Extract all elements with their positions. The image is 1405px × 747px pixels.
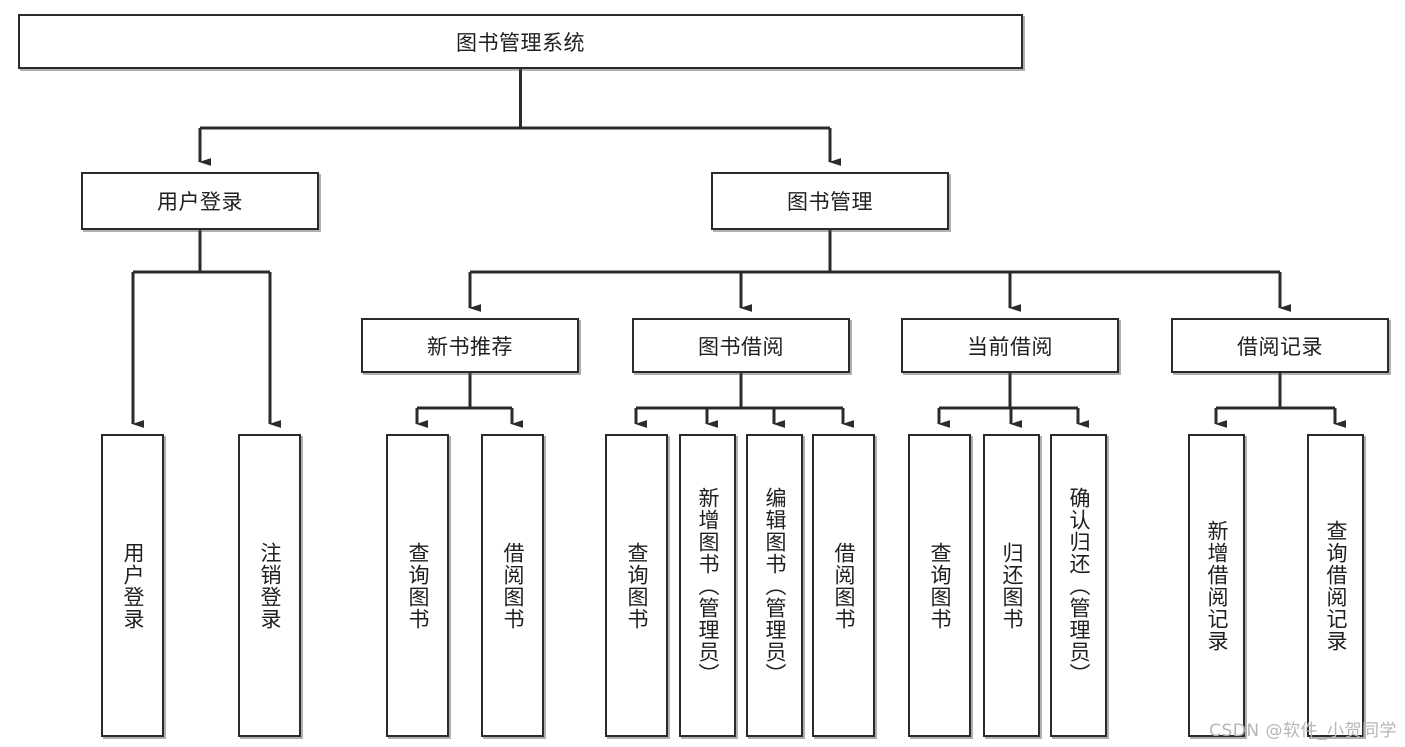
node-leaf-confirm-return[interactable]: 确认归还（管理员） <box>1050 434 1107 737</box>
csdn-watermark: CSDN @软件_小贺同学 <box>1209 721 1397 741</box>
node-book-borrow[interactable]: 图书借阅 <box>632 318 850 373</box>
node-user-login[interactable]: 用户登录 <box>81 172 319 230</box>
node-current-borrow[interactable]: 当前借阅 <box>901 318 1119 373</box>
node-book-manage[interactable]: 图书管理 <box>711 172 949 230</box>
node-leaf-add-book[interactable]: 新增图书（管理员） <box>679 434 736 737</box>
node-leaf-query-book-3[interactable]: 查询图书 <box>908 434 971 737</box>
node-leaf-borrow-book-1[interactable]: 借阅图书 <box>481 434 544 737</box>
node-leaf-add-record[interactable]: 新增借阅记录 <box>1188 434 1245 737</box>
node-leaf-query-record[interactable]: 查询借阅记录 <box>1307 434 1364 737</box>
node-root[interactable]: 图书管理系统 <box>18 14 1023 69</box>
node-leaf-query-book-1[interactable]: 查询图书 <box>386 434 449 737</box>
node-leaf-query-book-2[interactable]: 查询图书 <box>605 434 668 737</box>
node-leaf-borrow-book-2[interactable]: 借阅图书 <box>812 434 875 737</box>
node-leaf-logout[interactable]: 注销登录 <box>238 434 301 737</box>
node-leaf-return-book[interactable]: 归还图书 <box>983 434 1040 737</box>
node-new-book-recommend[interactable]: 新书推荐 <box>361 318 579 373</box>
node-leaf-edit-book[interactable]: 编辑图书（管理员） <box>746 434 803 737</box>
node-leaf-user-login[interactable]: 用户登录 <box>101 434 164 737</box>
node-borrow-record[interactable]: 借阅记录 <box>1171 318 1389 373</box>
